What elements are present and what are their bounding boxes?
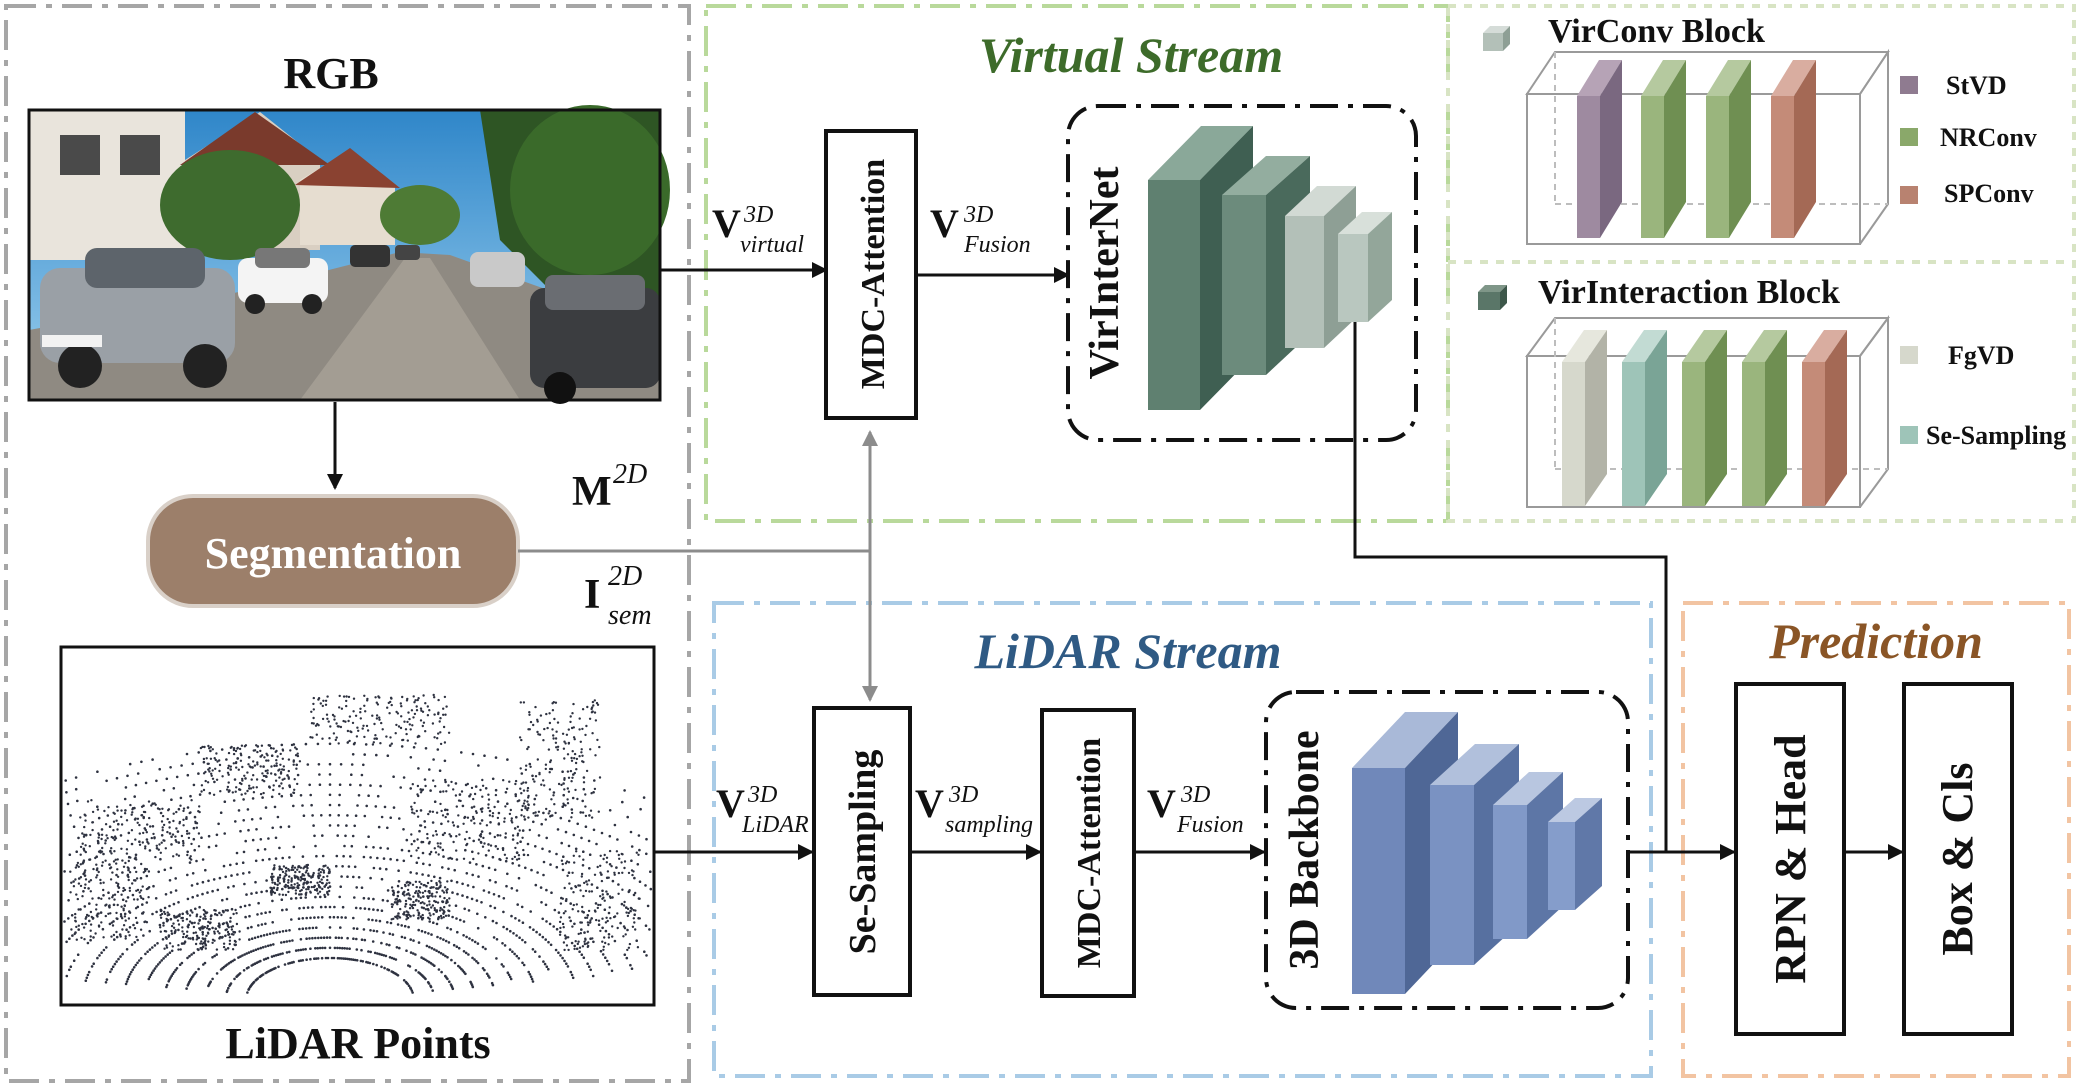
m2d-symbol: M 2D [572,459,647,515]
svg-text:M: M [572,469,612,515]
rgb-label: RGB [283,49,378,98]
v-virtual-symbol: V 3D virtual [712,201,804,258]
v-sampling-symbol: V 3D sampling [915,781,1033,838]
svg-text:I: I [584,572,600,618]
svg-text:3D: 3D [747,782,777,808]
lidar-stream-title: LiDAR Stream [974,623,1282,679]
svg-text:3D: 3D [1180,782,1210,808]
segmentation-label: Segmentation [205,529,462,578]
virinteraction-legend: VirInteraction Block FgVD Se-Sampling [1478,274,2066,508]
mdc-attention-virtual: MDC-Attention [824,129,918,420]
legend-nrconv: NRConv [1940,123,2037,152]
lidar-stream-border [712,601,1653,1078]
svg-text:Fusion: Fusion [963,232,1031,258]
input-section-border [4,4,691,1083]
backbone-blocks [1352,712,1602,994]
svg-text:LiDAR: LiDAR [741,812,809,838]
legend-fgvd: FgVD [1948,341,2014,370]
segmentation-node: Segmentation [146,494,520,608]
svg-text:V: V [915,781,944,826]
prediction-border [1681,601,2071,1078]
virinternet-blocks [1148,126,1392,410]
svg-text:3D: 3D [948,782,978,808]
backbone-node: 3D Backbone [1264,690,1630,1010]
se-sampling-label: Se-Sampling [842,750,884,955]
rgb-image [27,105,670,404]
v-fusion-lidar-symbol: V 3D Fusion [1147,781,1244,838]
rpn-head-label: RPN & Head [1766,734,1815,983]
prediction-title: Prediction [1768,613,1983,669]
svg-text:virtual: virtual [740,232,804,258]
legend-se-sampling: Se-Sampling [1926,421,2066,450]
virinteraction-title: VirInteraction Block [1538,274,1840,311]
v-fusion-virtual-symbol: V 3D Fusion [930,201,1031,258]
lidar-points-image [59,645,656,1007]
svg-text:3D: 3D [743,202,773,228]
virconv-title: VirConv Block [1548,13,1765,50]
virtual-stream-border [704,4,1450,523]
legend-spconv: SPConv [1944,179,2034,208]
box-cls-node: Box & Cls [1902,682,2014,1036]
mdc-attention-lidar-label: MDC-Attention [1071,738,1108,968]
backbone-label: 3D Backbone [1282,730,1328,969]
virtual-stream-title: Virtual Stream [979,27,1283,83]
lidar-points-label: LiDAR Points [225,1019,490,1068]
mdc-attention-lidar: MDC-Attention [1040,708,1136,998]
svg-text:V: V [716,781,745,826]
v-lidar-symbol: V 3D LiDAR [716,781,809,838]
svg-text:3D: 3D [963,202,993,228]
svg-text:sampling: sampling [945,812,1033,838]
isem-symbol: I 2D sem [584,561,652,631]
virinternet-label: VirInterNet [1082,166,1128,379]
svg-text:V: V [930,201,959,246]
mdc-attention-virtual-label: MDC-Attention [855,159,892,389]
svg-text:V: V [712,201,741,246]
virinternet-node: VirInterNet [1066,104,1418,442]
virconv-legend: VirConv Block StVD NRConv SPConv [1483,13,2037,245]
svg-text:Fusion: Fusion [1176,812,1244,838]
virinternet-output-line [1353,322,1668,852]
svg-text:2D: 2D [613,459,647,490]
legend-stvd: StVD [1946,71,2007,100]
rpn-head-node: RPN & Head [1734,682,1846,1036]
svg-text:V: V [1147,781,1176,826]
box-cls-label: Box & Cls [1933,762,1982,955]
svg-text:sem: sem [608,600,652,631]
se-sampling-node: Se-Sampling [812,706,912,997]
svg-text:2D: 2D [608,561,642,592]
